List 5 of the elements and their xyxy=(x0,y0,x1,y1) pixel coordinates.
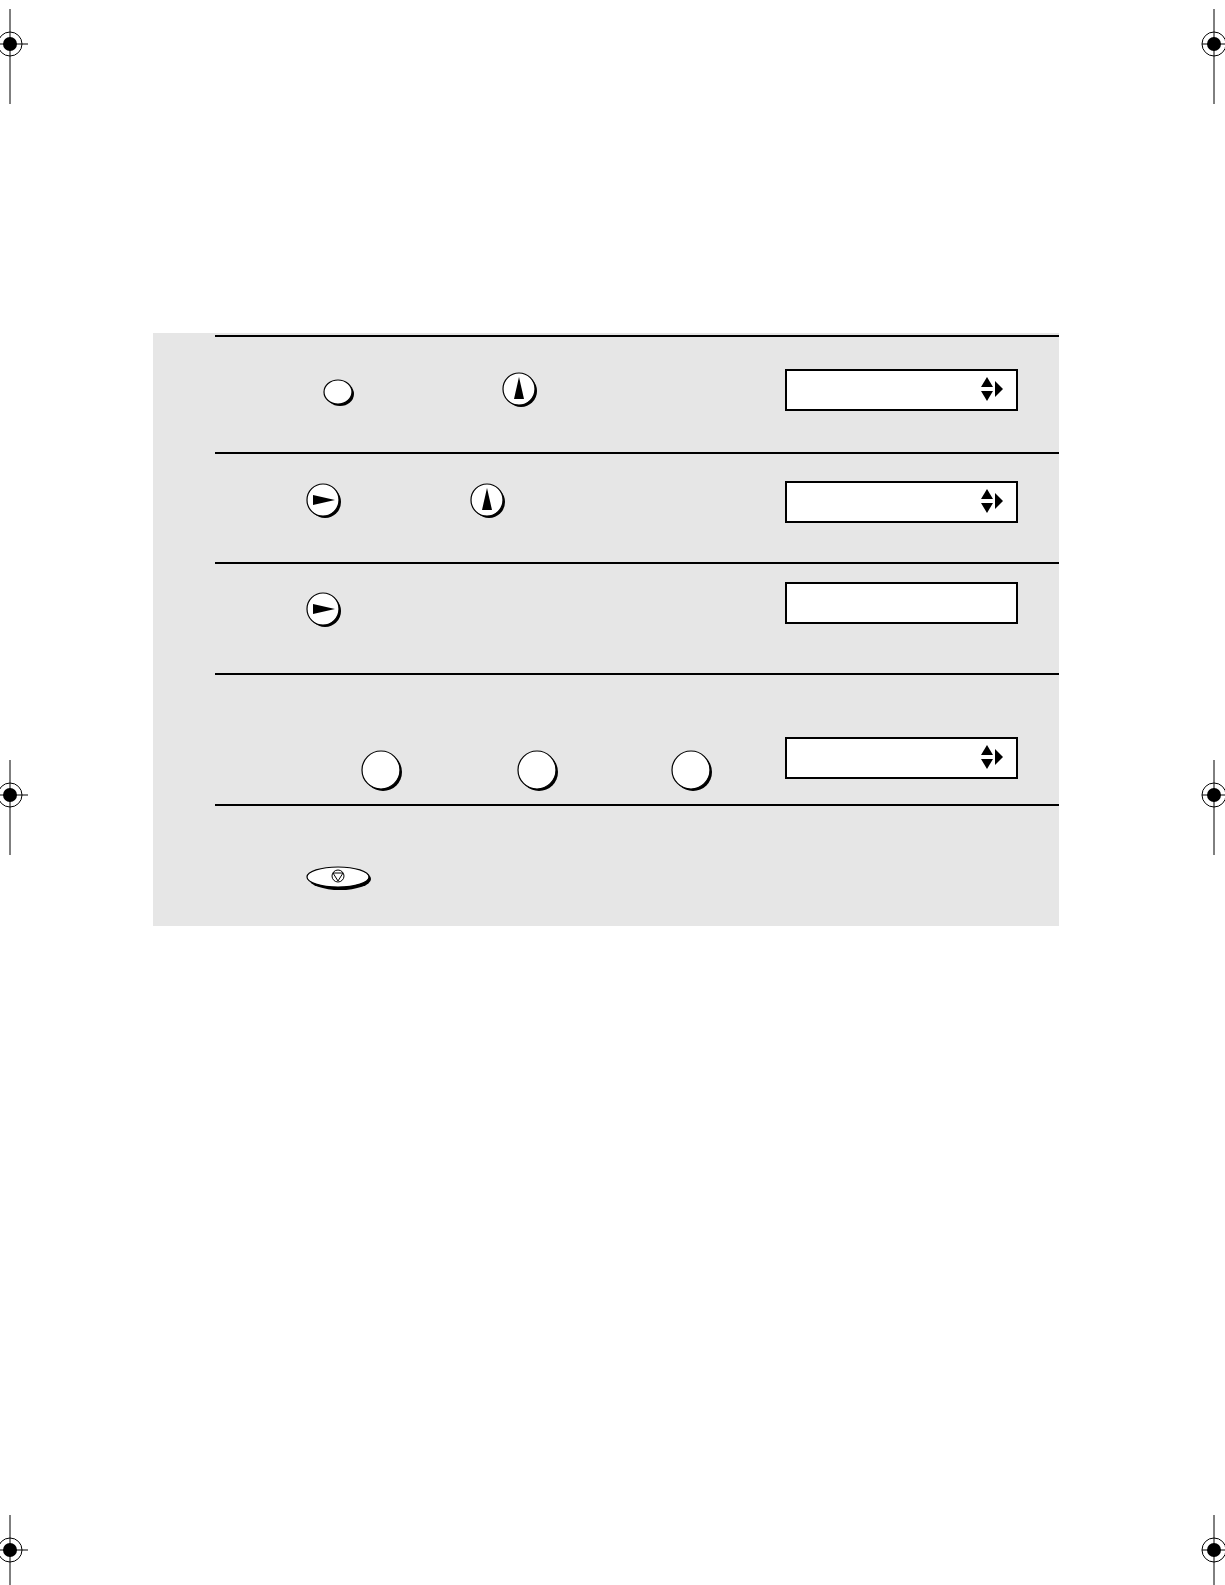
step-panel xyxy=(153,333,1059,926)
display-window xyxy=(785,481,1018,523)
display-window xyxy=(785,582,1018,624)
display-window xyxy=(785,369,1018,411)
display-window xyxy=(785,737,1018,779)
